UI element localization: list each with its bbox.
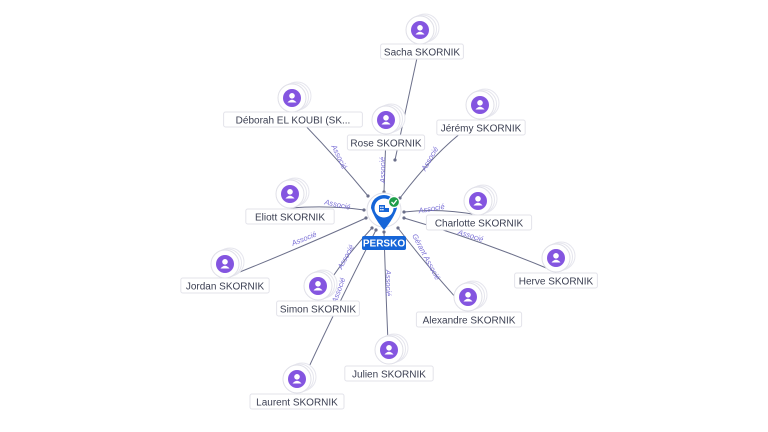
- person-node-rose[interactable]: Rose SKORNIK: [346, 103, 426, 151]
- edge-arrow-deborah: [366, 194, 370, 198]
- person-node-julien[interactable]: Julien SKORNIK: [344, 333, 434, 382]
- person-icon: [459, 288, 477, 306]
- person-name-eliott: Eliott SKORNIK: [255, 213, 325, 224]
- person-node-herve[interactable]: Herve SKORNIK: [514, 241, 598, 289]
- person-icon: [281, 185, 299, 203]
- person-node-simon[interactable]: Simon SKORNIK: [276, 269, 360, 317]
- edge-arrow-alexandre: [396, 226, 400, 230]
- edge-eliott: [289, 206, 365, 211]
- person-icon: [380, 341, 398, 359]
- center-label-box: [362, 236, 406, 250]
- person-label-box: [344, 365, 434, 382]
- person-label-box: [380, 43, 464, 60]
- check-badge-icon: [387, 195, 401, 209]
- person-name-sacha: Sacha SKORNIK: [384, 48, 460, 59]
- edge-arrow-julien: [382, 230, 386, 234]
- edge-arrow-eliott: [362, 208, 366, 212]
- edge-charlotte: [403, 210, 479, 216]
- person-icon: [216, 255, 234, 273]
- edge-arrow-sacha: [393, 158, 397, 162]
- person-name-rose: Rose SKORNIK: [350, 139, 421, 150]
- edge-jordan: [224, 217, 367, 279]
- person-node-charlotte[interactable]: Charlotte SKORNIK: [425, 184, 533, 231]
- person-label-box: [415, 311, 523, 328]
- person-name-julien: Julien SKORNIK: [352, 370, 426, 381]
- edge-arrow-charlotte: [402, 210, 406, 214]
- relation-label-rose: Associé: [378, 157, 387, 184]
- person-node-alexandre[interactable]: Alexandre SKORNIK: [415, 280, 523, 328]
- center-node[interactable]: PERSKO: [362, 192, 406, 250]
- nodes-layer: Sacha SKORNIK Déborah EL KOUBI (SK... Rose…: [180, 13, 598, 410]
- edge-herve: [403, 217, 557, 273]
- person-label-box: [425, 214, 533, 231]
- person-icon: [469, 192, 487, 210]
- person-label-box: [346, 134, 426, 151]
- person-name-jeremy: Jérémy SKORNIK: [441, 124, 522, 135]
- person-node-jordan[interactable]: Jordan SKORNIK: [180, 247, 270, 294]
- edge-arrow-simon: [370, 226, 374, 230]
- person-name-charlotte: Charlotte SKORNIK: [435, 219, 524, 230]
- person-name-herve: Herve SKORNIK: [519, 277, 594, 288]
- person-icon: [309, 277, 327, 295]
- center-name: PERSKO: [363, 239, 405, 250]
- person-label-box: [276, 300, 360, 317]
- edge-arrow-jordan: [364, 216, 368, 220]
- person-icon: [547, 249, 565, 267]
- edge-arrow-jeremy: [398, 196, 402, 200]
- person-name-simon: Simon SKORNIK: [280, 305, 356, 316]
- person-name-jordan: Jordan SKORNIK: [186, 282, 265, 293]
- person-node-deborah[interactable]: Déborah EL KOUBI (SK...: [223, 81, 363, 128]
- person-node-sacha[interactable]: Sacha SKORNIK: [380, 13, 464, 60]
- relation-label-simon: Associé: [335, 243, 356, 271]
- person-icon: [283, 89, 301, 107]
- edges-layer: [224, 43, 557, 394]
- person-node-laurent[interactable]: Laurent SKORNIK: [249, 362, 345, 410]
- person-icon: [471, 96, 489, 114]
- person-icon: [377, 111, 395, 129]
- person-label-box: [180, 277, 270, 294]
- person-name-alexandre: Alexandre SKORNIK: [423, 316, 516, 327]
- relation-label-julien: Associé: [384, 269, 393, 296]
- edge-arrow-herve: [402, 216, 406, 220]
- relation-label-charlotte: Associé: [417, 202, 445, 216]
- person-name-deborah: Déborah EL KOUBI (SK...: [236, 116, 351, 127]
- person-label-box: [514, 272, 598, 289]
- person-name-laurent: Laurent SKORNIK: [256, 398, 338, 409]
- person-label-box: [223, 111, 363, 128]
- company-building-icon: [379, 205, 389, 212]
- edge-arrow-laurent: [374, 228, 378, 232]
- person-node-jeremy[interactable]: Jérémy SKORNIK: [436, 88, 526, 136]
- person-label-box: [245, 208, 335, 225]
- person-icon: [411, 21, 429, 39]
- person-label-box: [436, 119, 526, 136]
- relation-label-deborah: Associé: [329, 142, 349, 170]
- person-node-eliott[interactable]: Eliott SKORNIK: [245, 177, 335, 225]
- person-icon: [288, 370, 306, 388]
- relation-label-alexandre: Gérant Associé: [410, 232, 442, 281]
- person-label-box: [249, 393, 345, 410]
